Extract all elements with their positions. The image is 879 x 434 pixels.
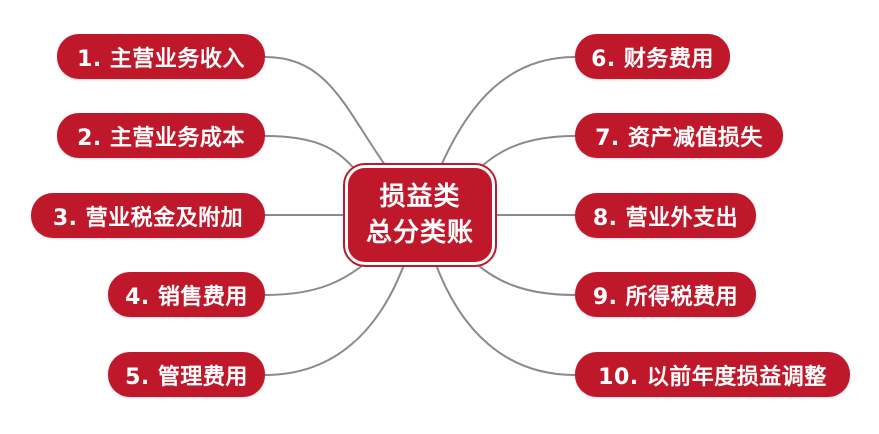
node-main-business-cost: 2. 主营业务成本 bbox=[57, 113, 265, 158]
node-main-business-revenue: 1. 主营业务收入 bbox=[57, 34, 265, 79]
connector-right-10 bbox=[434, 261, 576, 376]
node-prior-year-adjustment: 10. 以前年度损益调整 bbox=[575, 352, 850, 397]
connector-left-5 bbox=[264, 261, 406, 376]
connector-left-2 bbox=[264, 135, 363, 179]
node-income-tax-expense: 9. 所得税费用 bbox=[575, 272, 756, 317]
node-financial-expenses: 6. 财务费用 bbox=[575, 34, 730, 79]
connector-left-1 bbox=[264, 56, 391, 173]
node-selling-expenses: 4. 销售费用 bbox=[108, 272, 265, 317]
connector-left-4 bbox=[264, 257, 373, 296]
center-title-line1: 损益类 bbox=[379, 182, 461, 212]
node-asset-impairment-loss: 7. 资产减值损失 bbox=[575, 113, 783, 158]
center-node: 损益类 总分类账 bbox=[343, 163, 497, 267]
node-business-tax-surcharges: 3. 营业税金及附加 bbox=[31, 193, 265, 238]
connector-right-9 bbox=[469, 257, 576, 296]
center-title-line2: 总分类账 bbox=[365, 218, 474, 248]
connector-right-6 bbox=[439, 56, 576, 169]
node-non-operating-expenses: 8. 营业外支出 bbox=[575, 193, 756, 238]
node-admin-expenses: 5. 管理费用 bbox=[108, 352, 265, 397]
